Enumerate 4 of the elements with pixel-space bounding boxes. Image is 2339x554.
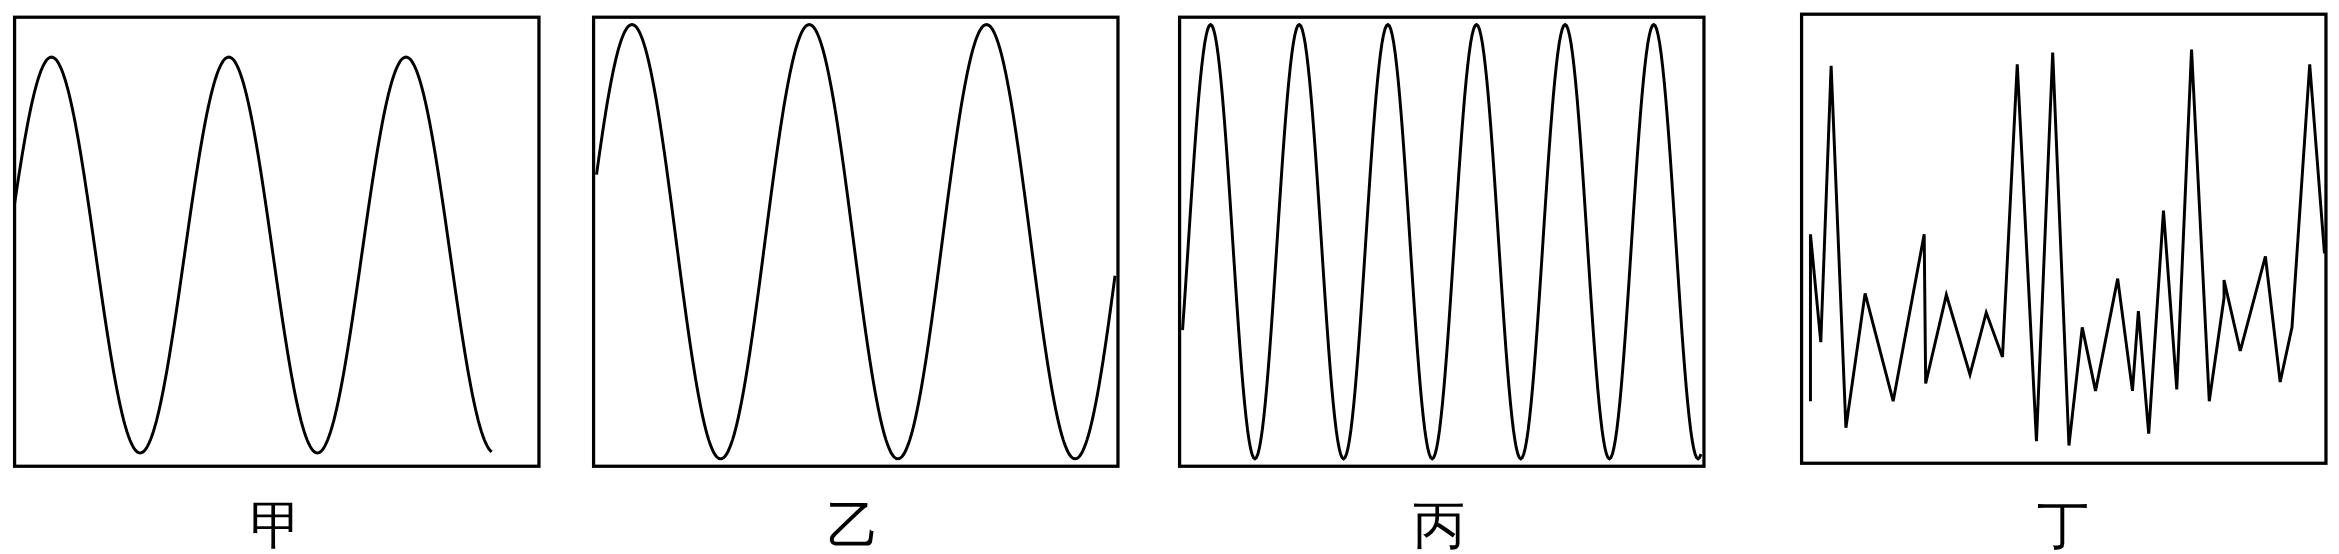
panel-label: 甲 xyxy=(249,495,302,554)
panel-label: 丁 xyxy=(2037,495,2090,554)
panel-label: 乙 xyxy=(827,495,880,554)
panel-label: 丙 xyxy=(1413,495,1466,554)
